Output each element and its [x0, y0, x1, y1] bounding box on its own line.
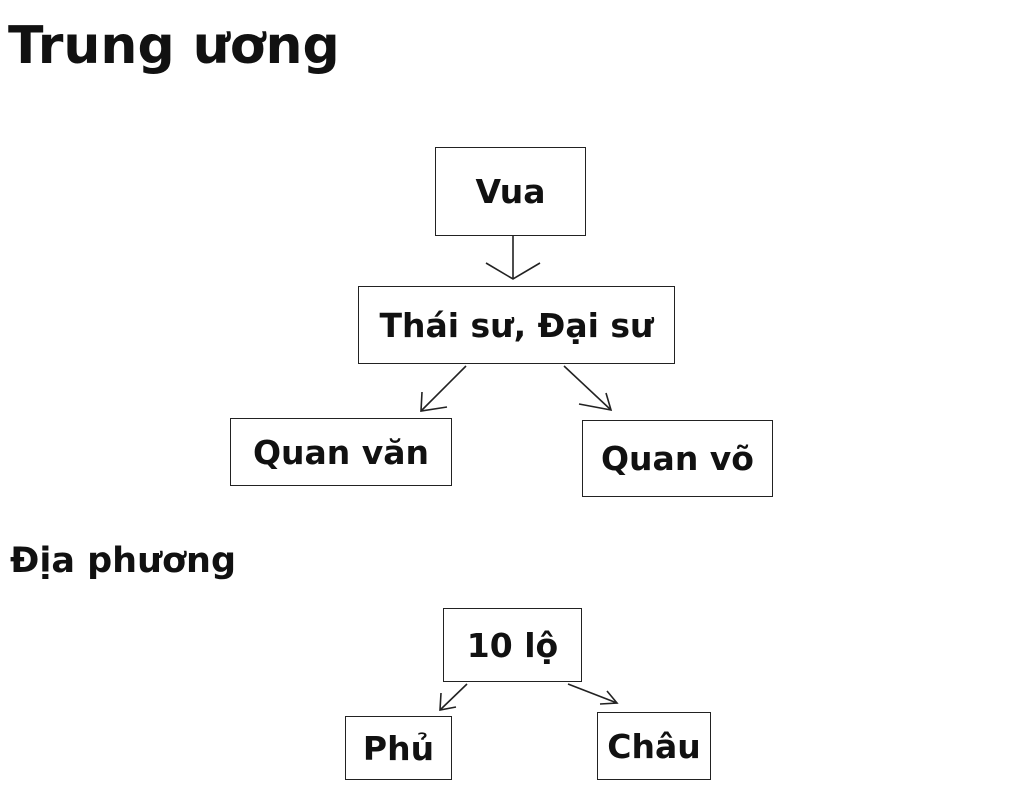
node-civil-officials-label: Quan văn: [252, 432, 430, 472]
node-military-officials: Quan võ: [582, 420, 773, 497]
arrow-routes-to-prefecture: [439, 683, 468, 711]
node-routes-label: 10 lộ: [466, 625, 559, 665]
arrow-grand-tutor-to-military: [563, 365, 613, 412]
node-civil-officials: Quan văn: [230, 418, 452, 486]
local-section-title: Địa phương: [10, 541, 237, 581]
arrow-king-to-grand-tutor: [485, 236, 541, 280]
node-routes: 10 lộ: [443, 608, 582, 682]
node-prefecture-label: Phủ: [362, 728, 435, 768]
node-district: Châu: [597, 712, 711, 780]
node-grand-tutor: Thái sư, Đại sư: [358, 286, 675, 364]
arrow-routes-to-district: [567, 683, 619, 705]
node-district-label: Châu: [607, 726, 701, 766]
node-military-officials-label: Quan võ: [601, 439, 754, 478]
node-king: Vua: [435, 147, 586, 236]
arrow-grand-tutor-to-civil: [420, 365, 467, 412]
node-grand-tutor-label: Thái sư, Đại sư: [379, 305, 654, 345]
central-section-title: Trung ương: [8, 16, 340, 76]
node-prefecture: Phủ: [345, 716, 452, 780]
node-king-label: Vua: [475, 172, 546, 211]
